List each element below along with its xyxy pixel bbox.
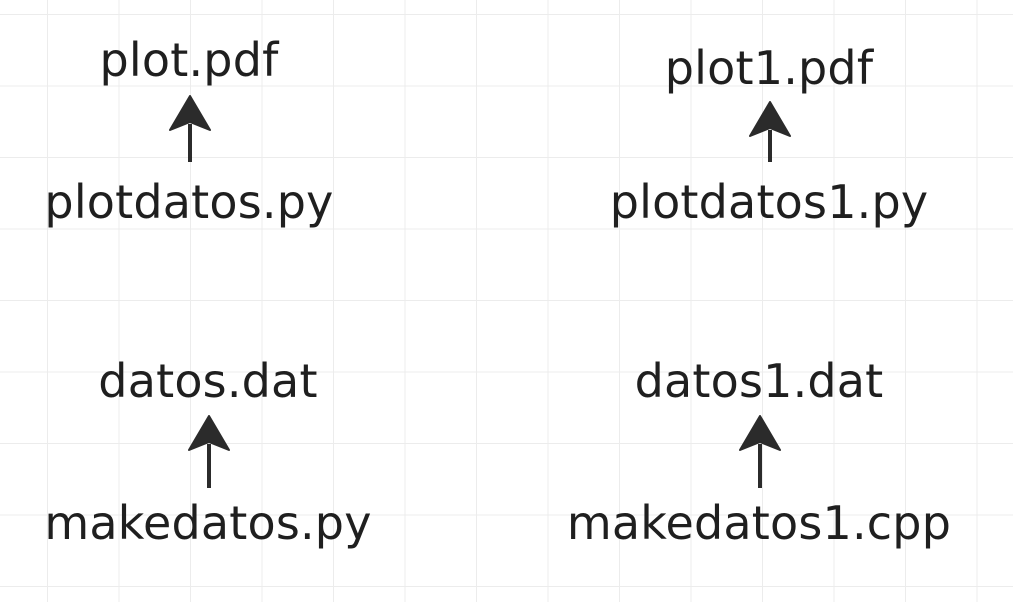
arrow-up-icon xyxy=(739,415,781,488)
node-plot1-pdf: plot1.pdf xyxy=(664,41,874,95)
node-datos-dat: datos.dat xyxy=(98,354,318,408)
node-plotdatos1-py: plotdatos1.py xyxy=(609,175,929,229)
node-plotdatos-py: plotdatos.py xyxy=(44,175,334,229)
arrow-up-icon xyxy=(169,95,211,162)
arrow-up-icon xyxy=(188,415,230,488)
node-makedatos-py: makedatos.py xyxy=(44,496,372,550)
arrow-up-icon xyxy=(749,101,791,162)
node-plot-pdf: plot.pdf xyxy=(99,33,279,87)
node-datos1-dat: datos1.dat xyxy=(634,354,884,408)
node-makedatos1-cpp: makedatos1.cpp xyxy=(566,496,952,550)
